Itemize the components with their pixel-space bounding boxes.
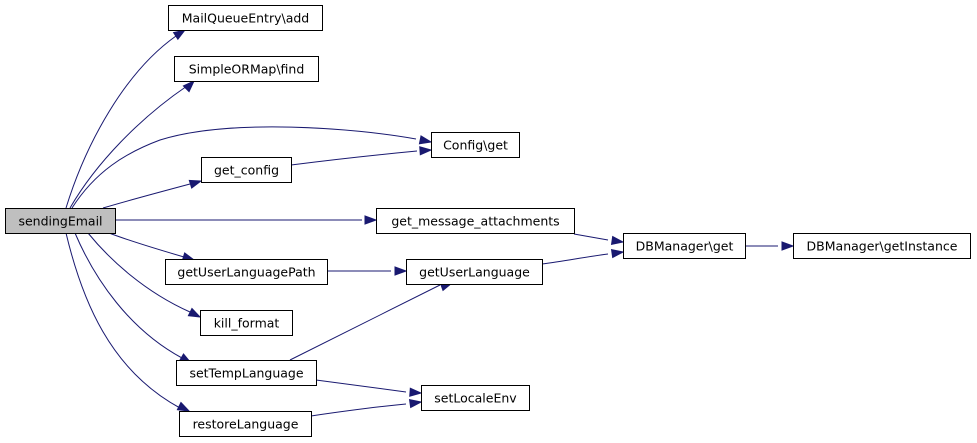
node-setLocaleEnv[interactable]: setLocaleEnv bbox=[421, 385, 530, 411]
edge-get_config-to-config_get bbox=[290, 146, 433, 166]
edge-line bbox=[69, 85, 188, 209]
node-label: sendingEmail bbox=[18, 214, 102, 229]
edge-setTempLanguage-to-setLocaleEnv bbox=[315, 379, 423, 397]
edge-line bbox=[290, 150, 418, 166]
edge-line bbox=[87, 232, 191, 313]
edge-sendingEmail-to-soa_find bbox=[69, 79, 196, 209]
arrowhead-icon bbox=[364, 215, 378, 225]
node-label: get_config bbox=[214, 163, 279, 178]
node-label: getUserLanguagePath bbox=[177, 265, 315, 280]
arrowhead-icon bbox=[187, 307, 202, 318]
edge-getUserLanguage-to-dbmanager_get bbox=[541, 248, 625, 265]
edge-sendingEmail-to-setTempLanguage bbox=[74, 232, 193, 364]
edge-dbmanager_get-to-dbmanager_getInstance bbox=[744, 241, 795, 251]
node-setTempLanguage[interactable]: setTempLanguage bbox=[176, 360, 317, 386]
node-box[interactable] bbox=[421, 385, 530, 411]
edge-line bbox=[541, 253, 609, 265]
node-label: get_message_attachments bbox=[391, 214, 559, 229]
arrowhead-icon bbox=[418, 135, 433, 145]
edge-line bbox=[74, 232, 183, 359]
edge-line bbox=[573, 233, 609, 241]
node-label: DBManager\getInstance bbox=[807, 239, 958, 254]
node-box[interactable] bbox=[376, 208, 575, 234]
node-box[interactable] bbox=[406, 259, 543, 285]
arrowhead-icon bbox=[182, 79, 196, 93]
node-box[interactable] bbox=[5, 208, 116, 234]
node-label: DBManager\get bbox=[636, 239, 734, 254]
edges-layer bbox=[65, 29, 795, 417]
node-box[interactable] bbox=[200, 310, 293, 336]
edge-line bbox=[65, 35, 177, 209]
node-box[interactable] bbox=[168, 5, 323, 31]
node-box[interactable] bbox=[793, 233, 971, 259]
arrowhead-icon bbox=[408, 398, 423, 409]
node-label: restoreLanguage bbox=[193, 417, 299, 432]
arrowhead-icon bbox=[781, 241, 795, 251]
edge-line bbox=[289, 284, 441, 361]
edge-sendingEmail-to-restoreLanguage bbox=[65, 232, 191, 412]
node-label: kill_format bbox=[214, 316, 280, 331]
edge-line bbox=[310, 403, 407, 417]
edge-setTempLanguage-to-getUserLanguage bbox=[289, 282, 454, 361]
node-box[interactable] bbox=[176, 360, 317, 386]
node-box[interactable] bbox=[165, 259, 328, 285]
node-label: Config\get bbox=[443, 138, 508, 153]
node-box[interactable] bbox=[201, 157, 292, 183]
node-sendingEmail[interactable]: sendingEmail bbox=[5, 208, 116, 234]
edge-line bbox=[71, 126, 417, 209]
arrowhead-icon bbox=[172, 29, 187, 41]
edge-line bbox=[65, 232, 181, 409]
node-config_get[interactable]: Config\get bbox=[431, 132, 520, 158]
edge-sendingEmail-to-get_message_attachments bbox=[116, 215, 378, 225]
edge-sendingEmail-to-get_config bbox=[102, 179, 203, 209]
node-box[interactable] bbox=[174, 56, 319, 82]
edge-restoreLanguage-to-setLocaleEnv bbox=[310, 398, 423, 417]
node-getUserLanguage[interactable]: getUserLanguage bbox=[406, 259, 543, 285]
edge-getUserLanguagePath-to-getUserLanguage bbox=[326, 266, 408, 276]
node-get_config[interactable]: get_config bbox=[201, 157, 292, 183]
arrowhead-icon bbox=[610, 248, 625, 259]
node-mqe_add[interactable]: MailQueueEntry\add bbox=[168, 5, 323, 31]
node-label: setTempLanguage bbox=[189, 366, 303, 381]
arrowhead-icon bbox=[394, 266, 408, 276]
edge-line bbox=[108, 232, 185, 258]
node-get_message_attachments[interactable]: get_message_attachments bbox=[376, 208, 575, 234]
node-dbmanager_get[interactable]: DBManager\get bbox=[623, 233, 746, 259]
node-dbmanager_getInstance[interactable]: DBManager\getInstance bbox=[793, 233, 971, 259]
edge-get_message_attachments-to-dbmanager_get bbox=[573, 233, 625, 246]
node-soa_find[interactable]: SimpleORMap\find bbox=[174, 56, 319, 82]
edge-line bbox=[315, 379, 407, 393]
nodes-layer: sendingEmail MailQueueEntry\addSimpleORMa… bbox=[5, 5, 971, 437]
node-label: getUserLanguage bbox=[419, 265, 530, 280]
arrowhead-icon bbox=[176, 401, 191, 412]
arrowhead-icon bbox=[610, 235, 625, 246]
arrowhead-icon bbox=[188, 179, 203, 189]
node-getUserLanguagePath[interactable]: getUserLanguagePath bbox=[165, 259, 328, 285]
node-box[interactable] bbox=[179, 411, 312, 437]
edge-sendingEmail-to-kill_format bbox=[87, 232, 202, 318]
edge-sendingEmail-to-getUserLanguagePath bbox=[108, 232, 196, 262]
arrowhead-icon bbox=[409, 387, 423, 397]
node-restoreLanguage[interactable]: restoreLanguage bbox=[179, 411, 312, 437]
node-box[interactable] bbox=[623, 233, 746, 259]
node-kill_format[interactable]: kill_format bbox=[200, 310, 293, 336]
edge-sendingEmail-to-config_get bbox=[71, 126, 433, 209]
arrowhead-icon bbox=[419, 146, 433, 156]
node-label: MailQueueEntry\add bbox=[182, 11, 309, 26]
node-label: setLocaleEnv bbox=[434, 391, 517, 406]
node-box[interactable] bbox=[431, 132, 520, 158]
node-label: SimpleORMap\find bbox=[189, 62, 305, 77]
edge-line bbox=[102, 183, 191, 209]
edge-sendingEmail-to-mqe_add bbox=[65, 29, 187, 209]
